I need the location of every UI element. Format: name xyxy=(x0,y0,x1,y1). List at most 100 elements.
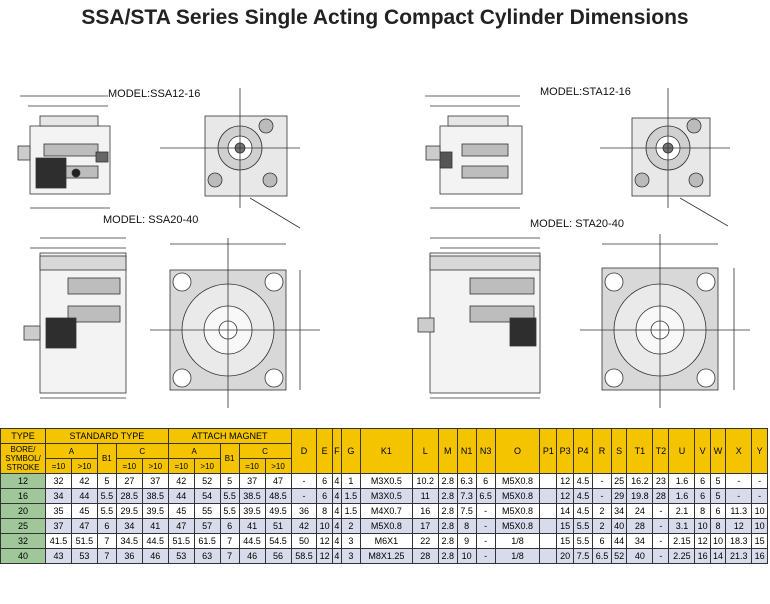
table-cell: 37 xyxy=(45,518,72,534)
table-cell: 12 xyxy=(725,518,753,534)
bore-cell: 12 xyxy=(0,473,46,489)
table-cell: 47 xyxy=(264,473,292,489)
model-label-ssa-large: MODEL: SSA20-40 xyxy=(103,214,199,226)
table-cell: 12 xyxy=(556,488,575,504)
bore-cell: 32 xyxy=(0,533,46,549)
table-cell: 46 xyxy=(238,548,266,564)
table-cell: 6 xyxy=(96,518,117,534)
table-cell: 47 xyxy=(167,518,195,534)
header-p3: P3 xyxy=(556,428,575,474)
table-cell: 28.5 xyxy=(115,488,143,504)
table-cell: 1/8 xyxy=(494,533,541,549)
table-cell: 39.5 xyxy=(238,503,266,519)
table-cell: 38.5 xyxy=(238,488,266,504)
bore-cell: 40 xyxy=(0,548,46,564)
table-cell: 27 xyxy=(115,473,143,489)
table-cell: 7 xyxy=(96,533,117,549)
table-cell: 2.8 xyxy=(437,518,458,534)
sta-large-side-view xyxy=(417,237,541,399)
table-cell: M3X0.5 xyxy=(359,473,413,489)
table-cell xyxy=(539,533,558,549)
table-cell: 2.8 xyxy=(437,548,458,564)
table-cell: 4 xyxy=(331,488,342,504)
table-cell: 56 xyxy=(264,548,292,564)
table-cell: 63 xyxy=(193,548,221,564)
table-cell: 8 xyxy=(316,503,333,519)
table-cell: 2.8 xyxy=(437,473,458,489)
table-cell: 2.1 xyxy=(668,503,696,519)
header-y: Y xyxy=(751,428,768,474)
sta-small-front-view xyxy=(600,88,730,227)
ssa-small-front-view xyxy=(160,88,301,229)
table-cell: 3 xyxy=(340,533,361,549)
table-cell: 36 xyxy=(290,503,318,519)
table-cell: 34 xyxy=(610,503,628,519)
header-v: V xyxy=(694,428,711,474)
header-n1: N1 xyxy=(456,428,477,474)
table-cell: 21.3 xyxy=(725,548,753,564)
header-std-a-le10: =10 xyxy=(45,458,72,474)
table-cell: 7 xyxy=(96,548,117,564)
table-cell: 10 xyxy=(751,503,768,519)
sta-large-front-view xyxy=(580,234,750,408)
header-d: D xyxy=(290,428,318,474)
table-cell: 14 xyxy=(556,503,575,519)
table-cell: 6 xyxy=(694,473,711,489)
table-cell: 53 xyxy=(70,548,98,564)
table-cell: 10 xyxy=(316,518,333,534)
table-cell: 5 xyxy=(709,473,727,489)
table-cell: 40 xyxy=(626,548,654,564)
table-cell: - xyxy=(652,548,670,564)
table-cell: M5X0.8 xyxy=(494,518,541,534)
header-mag-a: A xyxy=(167,443,221,459)
table-cell: - xyxy=(751,488,768,504)
table-cell: - xyxy=(725,488,753,504)
header-f: F xyxy=(331,428,342,474)
header-r: R xyxy=(592,428,612,474)
table-cell: 11.3 xyxy=(725,503,753,519)
table-cell xyxy=(539,488,558,504)
table-cell: 52 xyxy=(610,548,628,564)
table-cell: 24 xyxy=(626,503,654,519)
table-cell: M5X0.8 xyxy=(494,488,541,504)
table-cell: 7 xyxy=(219,533,240,549)
header-s: S xyxy=(610,428,628,474)
header-std-c: C xyxy=(115,443,169,459)
table-cell: - xyxy=(592,488,612,504)
table-cell: 2.15 xyxy=(668,533,696,549)
table-cell: 10 xyxy=(456,548,477,564)
table-cell: 19.8 xyxy=(626,488,654,504)
table-cell: 2 xyxy=(340,518,361,534)
table-cell: M3X0.5 xyxy=(359,488,413,504)
table-cell: 38.5 xyxy=(141,488,169,504)
table-cell: 16.2 xyxy=(626,473,654,489)
table-cell: 6 xyxy=(694,488,711,504)
table-cell: 8 xyxy=(694,503,711,519)
table-cell: 18.3 xyxy=(725,533,753,549)
table-cell: 1 xyxy=(340,473,361,489)
table-cell: 39.5 xyxy=(141,503,169,519)
table-cell: 6 xyxy=(475,473,496,489)
header-t1: T1 xyxy=(626,428,654,474)
table-cell: 5.5 xyxy=(96,488,117,504)
table-cell: 4 xyxy=(331,518,342,534)
table-cell: 4 xyxy=(331,473,342,489)
table-cell: - xyxy=(592,473,612,489)
header-standard-type: STANDARD TYPE xyxy=(45,428,169,444)
header-mag-a-gt10: >10 xyxy=(193,458,221,474)
table-cell: 16 xyxy=(411,503,439,519)
table-cell: 52 xyxy=(193,473,221,489)
table-cell: 43 xyxy=(45,548,72,564)
table-cell: 54 xyxy=(193,488,221,504)
table-cell: 7.5 xyxy=(456,503,477,519)
header-t2: T2 xyxy=(652,428,670,474)
model-label-ssa-small: MODEL:SSA12-16 xyxy=(108,88,201,100)
table-cell: 6 xyxy=(316,488,333,504)
table-cell xyxy=(539,503,558,519)
header-l: L xyxy=(411,428,439,474)
table-cell: 1.5 xyxy=(340,488,361,504)
table-cell: 61.5 xyxy=(193,533,221,549)
header-m: M xyxy=(437,428,458,474)
table-cell: 7.3 xyxy=(456,488,477,504)
table-cell: 4 xyxy=(331,503,342,519)
